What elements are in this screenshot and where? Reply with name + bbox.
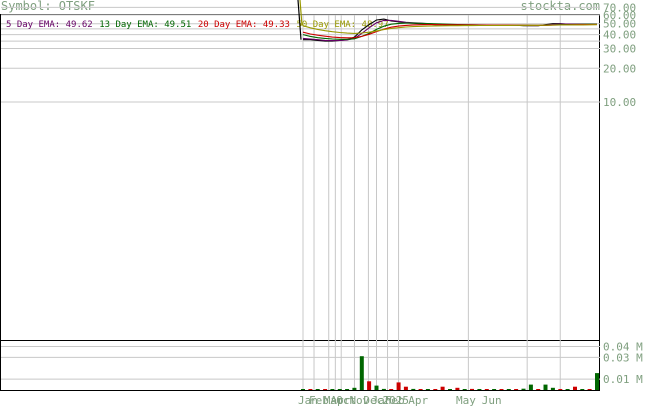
volume-bar <box>352 387 357 390</box>
volume-bar <box>521 388 526 390</box>
volume-bar <box>308 389 313 390</box>
volume-bar <box>514 389 519 390</box>
volume-bar <box>323 389 328 390</box>
legend-entry: 5 Day EMA: 49.62 <box>6 20 93 30</box>
volume-bar <box>455 387 460 390</box>
price-entry-line <box>297 0 302 40</box>
volume-bar <box>448 389 452 390</box>
ema-legend: 5 Day EMA: 49.62 13 Day EMA: 49.51 20 Day … <box>6 20 389 30</box>
volume-bar <box>359 356 364 390</box>
volume-bar <box>492 389 497 390</box>
volume-bar <box>595 373 599 390</box>
x-tick-label: Feb <box>385 394 405 406</box>
ema50-entry-line <box>299 0 303 26</box>
x-tick-label: Jun <box>482 394 502 406</box>
volume-bar <box>440 386 445 390</box>
volume-y-tick-label: 0.04 M <box>603 340 643 353</box>
x-tick-label: Mar <box>324 394 344 406</box>
volume-bar <box>330 389 335 390</box>
volume-bar <box>403 386 408 390</box>
x-tick-label: May <box>456 394 476 406</box>
volume-bar <box>558 389 563 390</box>
volume-bar <box>418 389 423 390</box>
price-y-tick-label: 70.00 <box>603 1 636 14</box>
volume-bars <box>301 356 599 390</box>
volume-bar <box>411 388 416 390</box>
legend-entry: 13 Day EMA: 49.51 <box>99 20 191 30</box>
volume-bar <box>587 389 592 390</box>
price-y-tick-label: 20.00 <box>603 62 636 75</box>
volume-bar <box>573 386 577 390</box>
volume-bar <box>433 389 438 390</box>
symbol-label: Symbol: OTSKF <box>1 0 95 13</box>
price-y-tick-label: 10.00 <box>603 96 636 109</box>
volume-bar <box>550 387 555 390</box>
legend-entry: 20 Day EMA: 49.33 <box>198 20 290 30</box>
price-y-tick-label: 50.00 <box>603 18 636 31</box>
x-tick-label: Jan <box>298 394 318 406</box>
volume-bar <box>528 384 533 390</box>
price-y-tick-label: 40.00 <box>603 29 636 42</box>
volume-bar <box>543 384 548 390</box>
volume-bar <box>345 389 350 390</box>
brand-link[interactable]: stockta.com <box>520 0 600 13</box>
volume-bar <box>396 382 401 390</box>
volume-bar <box>367 381 372 390</box>
volume-bar <box>477 389 482 390</box>
x-tick-label: Feb <box>309 394 329 406</box>
x-tick-label: Apr <box>330 394 350 406</box>
price-y-tick-label: 60.00 <box>603 9 636 22</box>
volume-bar <box>315 389 320 390</box>
x-tick-label: Dec <box>363 394 383 406</box>
volume-y-tick-label: 0.03 M <box>603 351 643 364</box>
volume-bar <box>389 389 394 390</box>
volume-bar <box>506 389 511 390</box>
price-y-tick-label: 30.00 <box>603 43 636 56</box>
volume-bar <box>499 389 504 390</box>
price-series <box>297 0 598 42</box>
x-tick-label: Nov <box>349 394 369 406</box>
x-tick-label: Apr <box>408 394 428 406</box>
volume-bar <box>374 385 379 390</box>
x-tick-label: 2025 <box>383 394 410 406</box>
volume-y-tick-label: 0.01 M <box>603 373 643 386</box>
volume-bar <box>470 388 474 390</box>
volume-bar <box>381 388 386 390</box>
volume-bar <box>301 389 305 390</box>
volume-panel-frame <box>0 340 600 391</box>
volume-bar <box>425 389 430 390</box>
series-line-50-day-ema <box>302 24 598 34</box>
volume-bar <box>565 389 570 390</box>
x-tick-label: Oct <box>336 394 356 406</box>
x-tick-label: Jan <box>372 394 392 406</box>
grid <box>1 6 600 390</box>
volume-bar <box>536 389 541 390</box>
price-panel-frame <box>0 14 600 341</box>
volume-bar <box>484 389 489 390</box>
volume-bar <box>580 389 585 390</box>
volume-bar <box>462 389 467 390</box>
volume-bar <box>337 389 342 390</box>
legend-entry: 50 Day EMA: 48.97 <box>297 20 389 30</box>
